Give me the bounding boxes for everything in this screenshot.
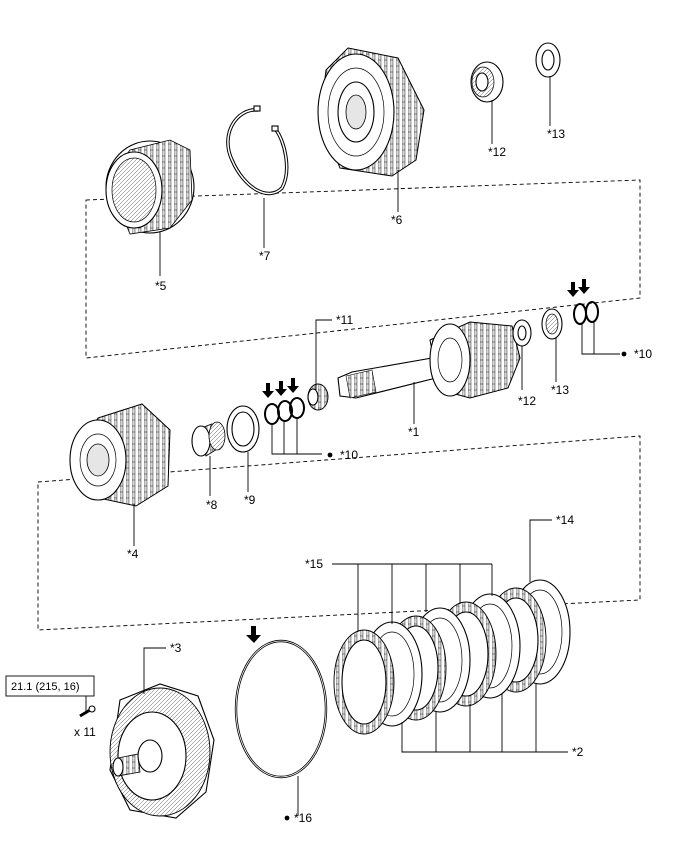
seal-lubricant-arrow-icon <box>262 378 299 398</box>
callout-part-12-top: *12 <box>488 145 506 159</box>
part-9-thrust-washer <box>226 405 260 453</box>
seal-lubricant-arrow-icon <box>246 626 261 643</box>
callout-part-8: *8 <box>206 498 218 512</box>
part-16-o-ring <box>234 639 328 779</box>
part-11-needle-bearing <box>307 383 329 411</box>
part-13-thrust-washer-right <box>541 308 563 340</box>
part-12-bearing-race-right <box>512 319 532 347</box>
part-10-seal-rings-middle <box>264 397 305 425</box>
non-reusable-part-dot-icon <box>327 452 333 458</box>
clutch-pack <box>333 579 571 735</box>
callout-part-10-middle: *10 <box>340 448 358 462</box>
callout-part-15: *15 <box>305 557 323 571</box>
part-7-snap-ring <box>226 105 289 196</box>
part-10-seal-rings-right <box>573 301 599 325</box>
callout-part-13-top: *13 <box>547 127 565 141</box>
callout-part-14: *14 <box>556 513 574 527</box>
callout-part-12-right: *12 <box>518 394 536 408</box>
callout-part-7: *7 <box>259 249 271 263</box>
part-12-bearing-race-top <box>470 61 504 103</box>
callout-part-5: *5 <box>155 279 167 293</box>
part-1-input-shaft <box>337 321 521 399</box>
part-8-needle-bearing <box>191 421 226 457</box>
callout-part-6: *6 <box>391 213 403 227</box>
part-4-clutch-drum <box>69 403 171 507</box>
leader-lines <box>85 76 620 816</box>
callout-part-9: *9 <box>244 493 256 507</box>
part-13-thrust-washer-top <box>535 42 561 78</box>
callout-part-16: *16 <box>294 811 312 825</box>
callout-part-3: *3 <box>170 641 182 655</box>
callout-part-1: *1 <box>408 425 420 439</box>
non-reusable-part-dot-icon <box>621 351 627 357</box>
callout-part-10-right: *10 <box>634 347 652 361</box>
callout-part-4: *4 <box>127 547 139 561</box>
non-reusable-part-dot-icon <box>284 815 290 821</box>
callout-part-13-right: *13 <box>551 383 569 397</box>
part-5-clutch-drum <box>105 139 195 235</box>
seal-lubricant-arrow-icon <box>567 279 590 297</box>
callout-part-11: *11 <box>336 313 353 327</box>
torque-spec-text: 21.1 (215, 16) <box>11 681 80 693</box>
part-3-oil-pump <box>109 683 215 819</box>
part-6-large-drum <box>317 47 425 177</box>
bolt-icon <box>79 705 96 718</box>
bolt-quantity: x 11 <box>74 725 96 739</box>
torque-spec-box: 21.1 (215, 16) <box>5 675 95 697</box>
assembly-frame-lower <box>37 435 641 631</box>
assembly-frame-upper <box>85 179 641 359</box>
callout-part-2: *2 <box>572 745 584 759</box>
